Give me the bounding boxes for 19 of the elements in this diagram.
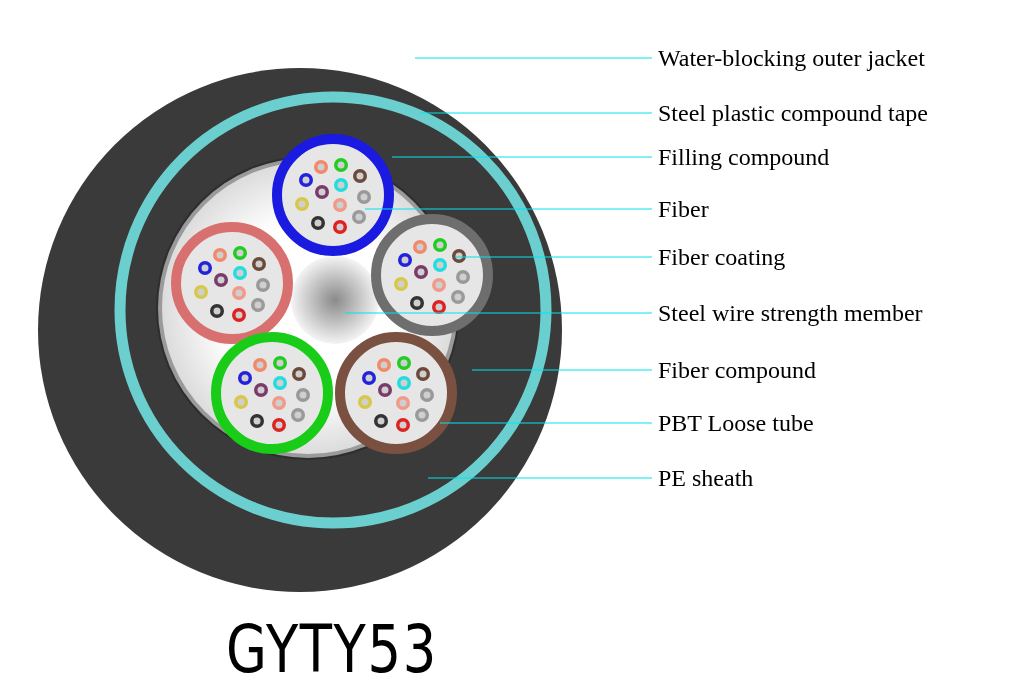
part-label: PE sheath xyxy=(658,464,754,493)
part-label: Filling compound xyxy=(658,143,830,172)
leader-line xyxy=(364,208,653,210)
part-label: Steel plastic compound tape xyxy=(658,99,928,128)
leader-line xyxy=(391,156,653,158)
part-label: Fiber coating xyxy=(658,243,786,272)
leader-line xyxy=(439,422,653,424)
cable-type-title: GYTY53 xyxy=(226,612,434,688)
part-label: Steel wire strength member xyxy=(658,299,923,328)
leader-line xyxy=(454,256,653,258)
leader-line xyxy=(344,312,653,314)
part-label: Fiber compound xyxy=(658,356,816,385)
leader-line xyxy=(414,57,653,59)
leader-line xyxy=(427,477,653,479)
leader-line xyxy=(419,112,653,114)
part-label: Water-blocking outer jacket xyxy=(658,44,925,73)
leader-line xyxy=(471,369,653,371)
part-label: PBT Loose tube xyxy=(658,409,814,438)
part-label: Fiber xyxy=(658,195,709,224)
